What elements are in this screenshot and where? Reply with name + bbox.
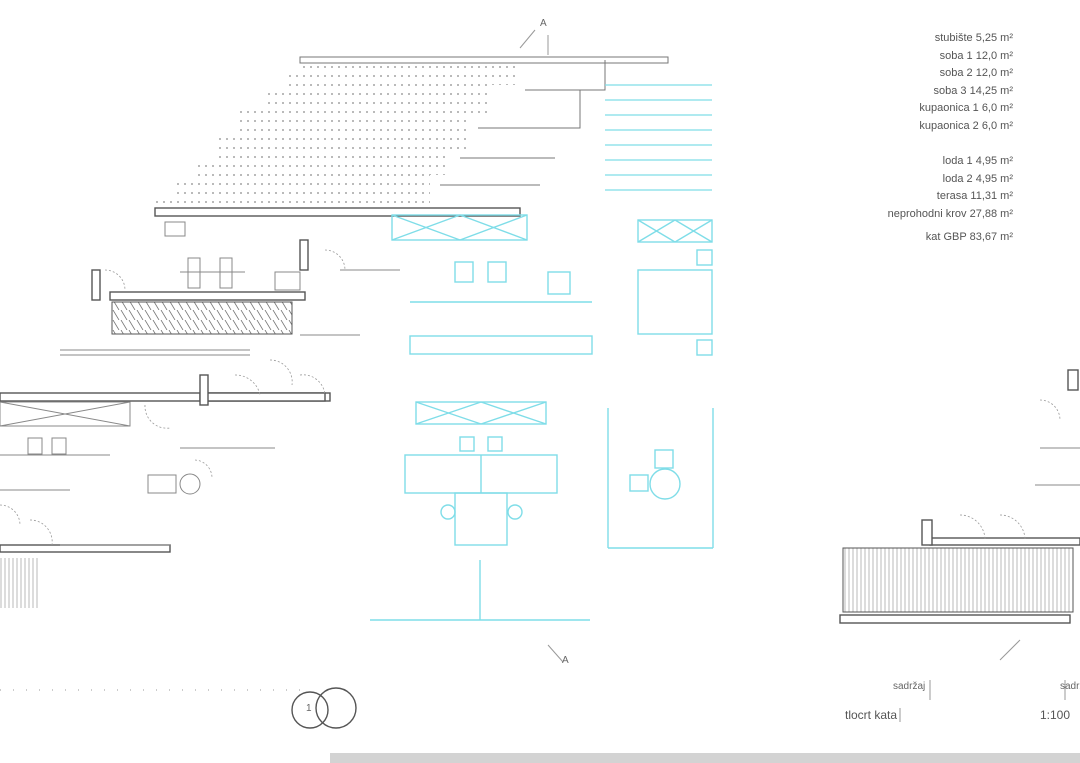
- drawing-scale: 1:100: [1040, 708, 1071, 722]
- stair-hatching: [0, 301, 1074, 613]
- north-label: A: [540, 18, 547, 29]
- section-number: 1: [306, 703, 312, 714]
- bottom-band: [330, 753, 1080, 763]
- sheet-label-right: sadržaj: [1060, 681, 1080, 692]
- stepped-roof: [155, 56, 669, 205]
- section-label: A: [562, 655, 569, 666]
- sheet-label-left: sadržaj: [893, 681, 926, 692]
- furniture: [370, 214, 714, 621]
- legend-row-terrace: terasa 11,31 m²: [936, 190, 1013, 202]
- drawing-title: tlocrt kata: [845, 708, 898, 722]
- interior-lines: [0, 269, 1080, 546]
- legend-total: kat GBP 83,67 m²: [925, 231, 1013, 243]
- legend-row-stairs: stubište 5,25 m²: [934, 32, 1013, 44]
- section-marker: [291, 687, 357, 729]
- door-swings: [0, 249, 1061, 546]
- legend-row-loggia-2: loda 2 4,95 m²: [942, 172, 1013, 185]
- stair-treads: [605, 84, 712, 191]
- bathroom-fixtures: [27, 221, 301, 495]
- legend-row-loggia-1: loda 1 4,95 m²: [942, 155, 1013, 167]
- legend-row-bathroom-1: kupaonica 1 6,0 m²: [919, 102, 1013, 114]
- legend-row-room-3: soba 3 14,25 m²: [933, 84, 1013, 97]
- legend-row-room-2: soba 2 12,0 m²: [939, 67, 1013, 79]
- area-legend: stubište 5,25 m² soba 1 12,0 m² soba 2 1…: [888, 30, 1013, 247]
- walls: [0, 207, 1080, 624]
- legend-row-bathroom-2: kupaonica 2 6,0 m²: [919, 119, 1013, 132]
- legend-row-roof: neprohodni krov 27,88 m²: [887, 207, 1013, 220]
- legend-row-room-1: soba 1 12,0 m²: [939, 49, 1013, 62]
- reference-lines: [0, 29, 1066, 722]
